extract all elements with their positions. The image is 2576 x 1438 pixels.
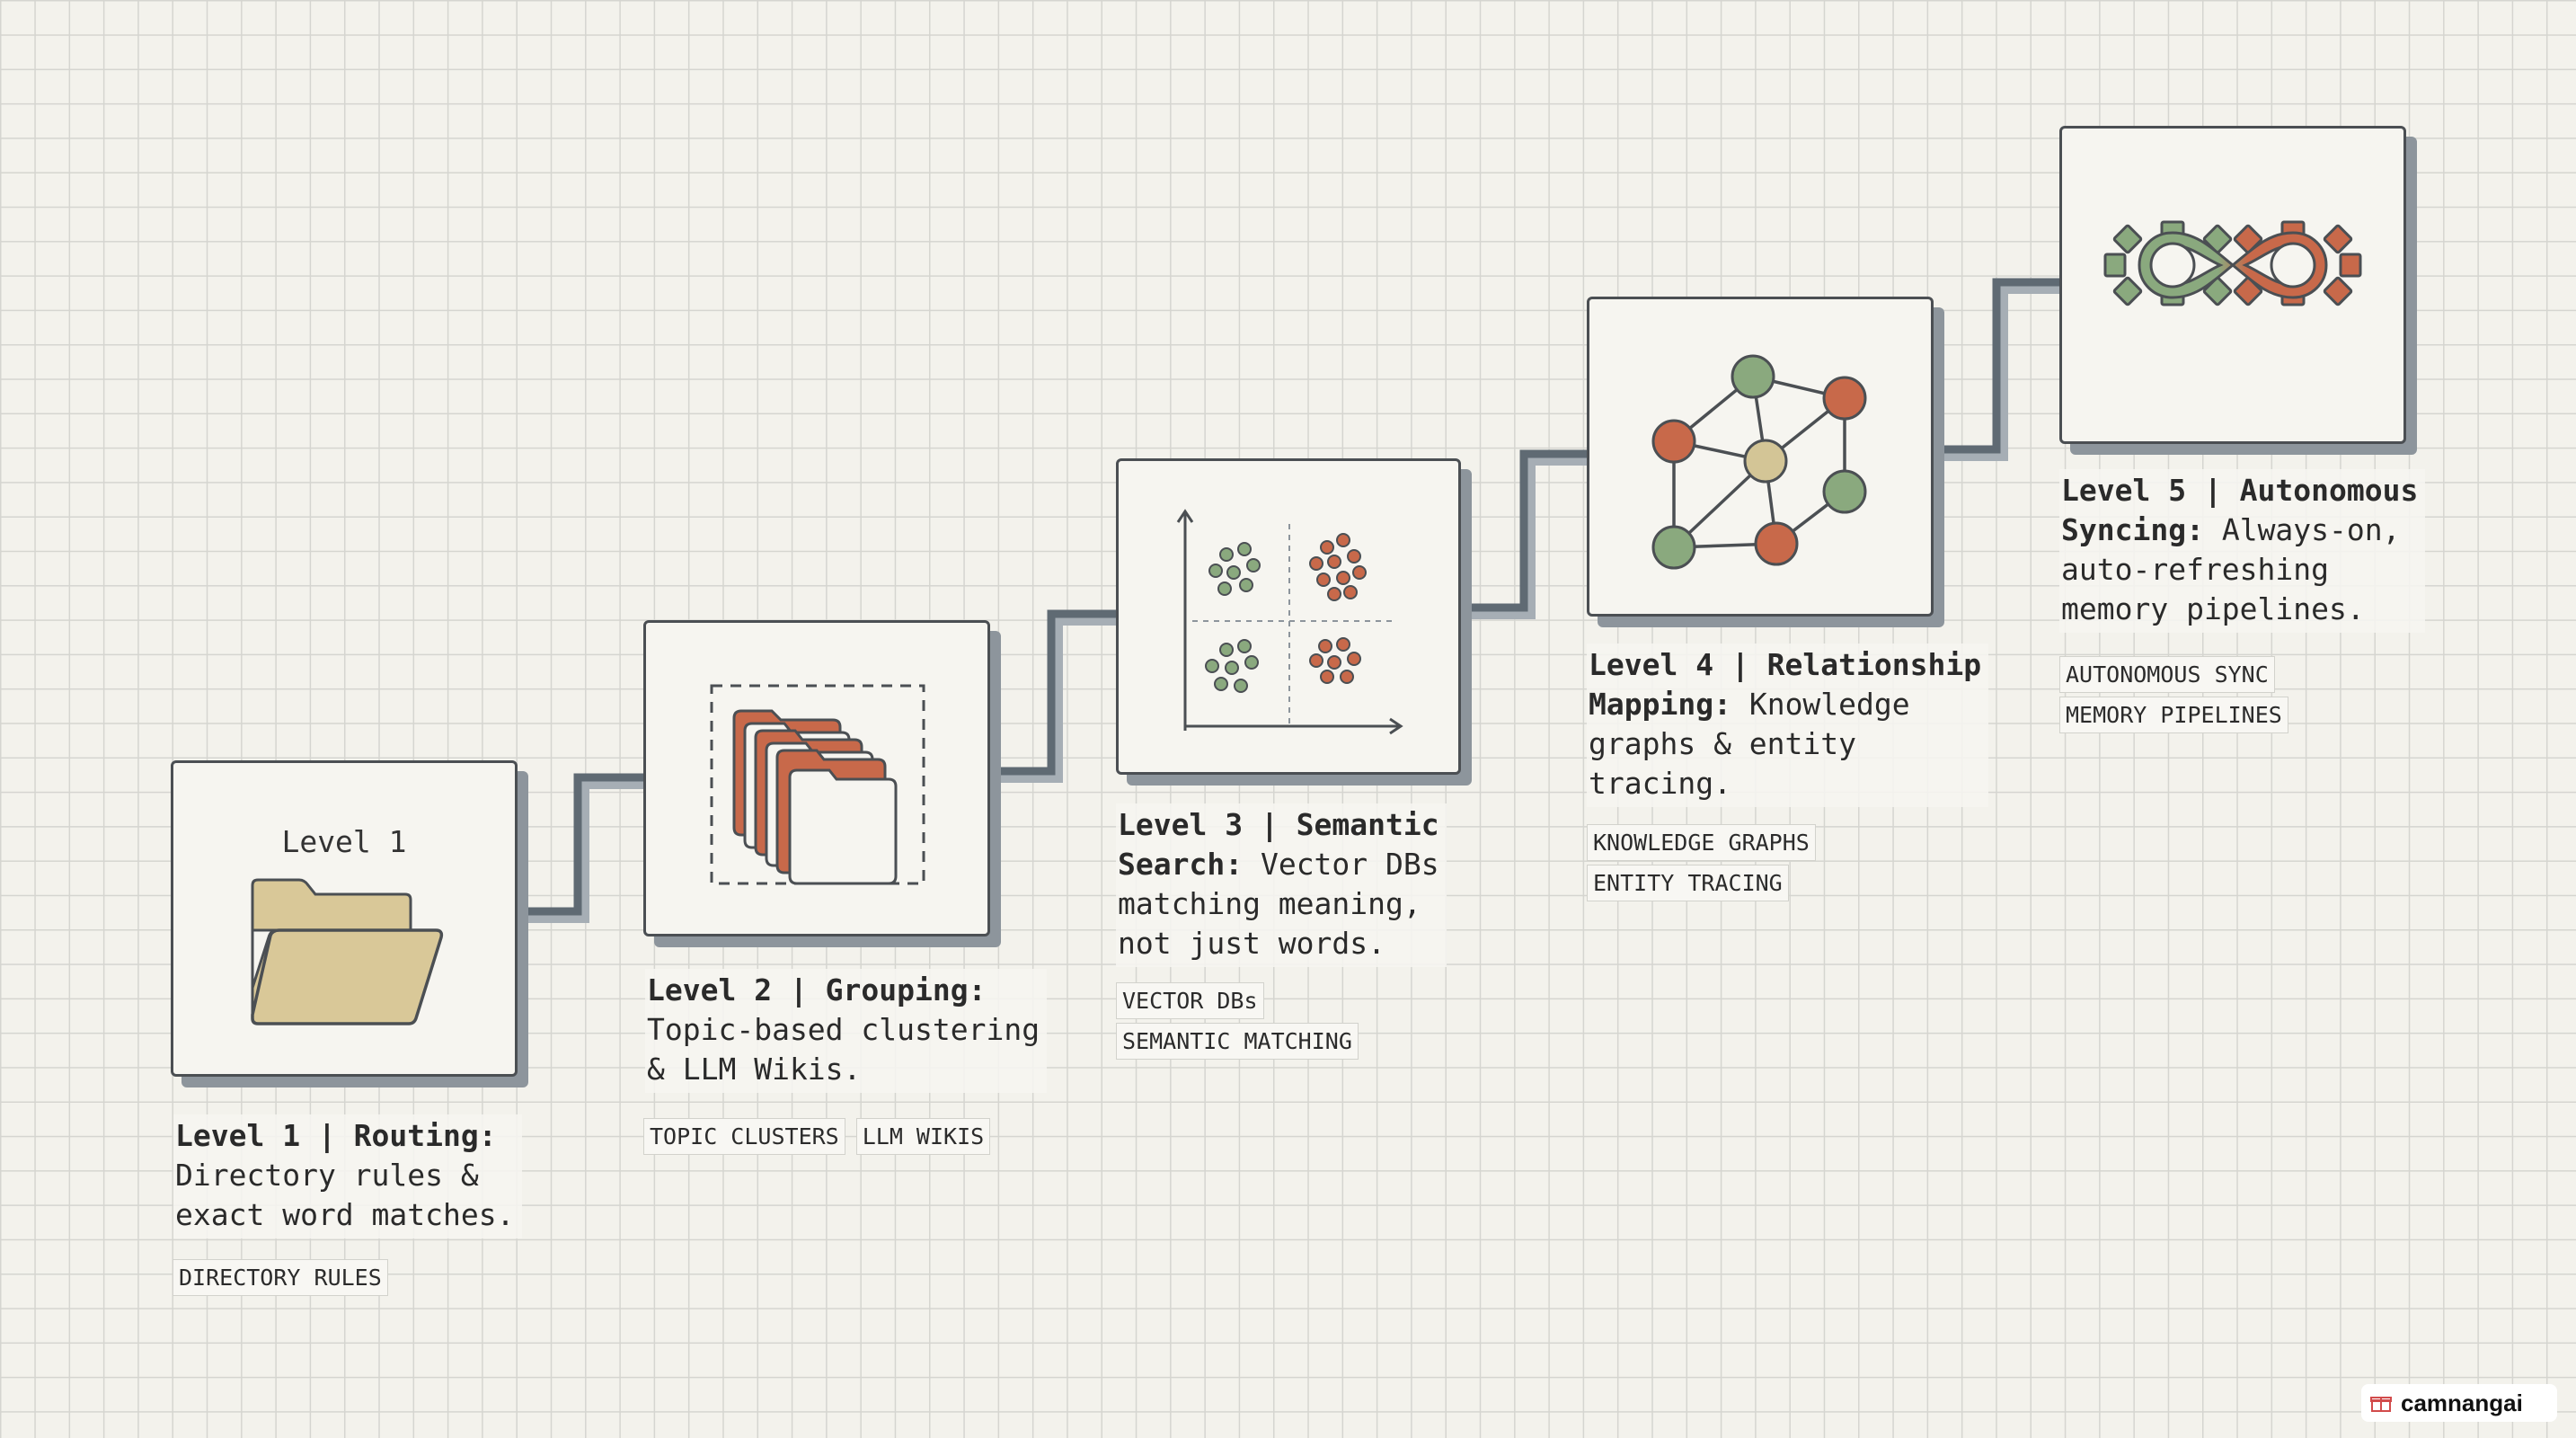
tag-topic-clusters: TOPIC CLUSTERS (643, 1118, 845, 1155)
stacked-folders-icon (710, 684, 925, 885)
level-1-heading: Level 1 | Routing: (175, 1118, 497, 1153)
tag-entity-tracing: ENTITY TRACING (1587, 865, 1789, 901)
tag-memory-pipelines: MEMORY PIPELINES (2059, 697, 2288, 733)
network-graph-icon (1651, 354, 1867, 570)
level-3-heading: Level 3 | Semantic Search: (1118, 807, 1439, 882)
folder-icon (251, 878, 444, 1025)
level-3-description: Level 3 | Semantic Search: Vector DBs ma… (1116, 803, 1447, 967)
connector-3-4 (1459, 449, 1587, 612)
level-2-description: Level 2 | Grouping: Topic-based clusteri… (645, 969, 1048, 1093)
level-3-text: Vector DBs matching meaning, not just wo… (1118, 847, 1439, 961)
level-4-text: Knowledge graphs & entity tracing. (1589, 687, 1910, 801)
level-4-card (1587, 297, 1934, 617)
level-4-tags: KNOWLEDGE GRAPHS ENTITY TRACING (1587, 824, 1816, 905)
tag-llm-wikis: LLM WIKIS (855, 1118, 991, 1155)
connector-4-5 (1932, 278, 2061, 454)
level-2-text: Topic-based clustering & LLM Wikis. (647, 1012, 1040, 1087)
level-5-heading: Level 5 | Autonomous Syncing: (2061, 473, 2419, 547)
level-1-description: Level 1 | Routing: Directory rules & exa… (173, 1114, 522, 1238)
level-2-card (643, 620, 990, 936)
level-1-text: Directory rules & exact word matches. (175, 1158, 515, 1232)
watermark-text: camnangai (2401, 1389, 2523, 1416)
connector-2-3 (988, 609, 1116, 776)
infinity-gears-icon (2103, 220, 2362, 306)
level-4-heading: Level 4 | Relationship Mapping: (1589, 647, 1982, 722)
level-3-tags: VECTOR DBs SEMANTIC MATCHING (1116, 982, 1359, 1063)
level-3-card (1116, 458, 1461, 775)
level-5-text: Always-on, auto-refreshing memory pipeli… (2061, 512, 2401, 626)
watermark[interactable]: camnangai (2361, 1384, 2557, 1422)
tag-semantic-matching: SEMANTIC MATCHING (1116, 1023, 1359, 1060)
level-5-description: Level 5 | Autonomous Syncing: Always-on,… (2059, 469, 2426, 633)
level-1-card: Level 1 (171, 760, 518, 1077)
level-1-card-title: Level 1 (281, 824, 407, 859)
level-5-tags: AUTONOMOUS SYNC MEMORY PIPELINES (2059, 656, 2288, 737)
gift-icon (2370, 1397, 2392, 1412)
level-2-heading: Level 2 | Grouping: (647, 972, 987, 1007)
level-5-card (2059, 126, 2406, 444)
scatter-plot-icon (1176, 509, 1403, 735)
level-1-tags: DIRECTORY RULES (173, 1259, 399, 1301)
connector-1-2 (518, 773, 643, 916)
tag-knowledge-graphs: KNOWLEDGE GRAPHS (1587, 824, 1816, 861)
tag-directory-rules: DIRECTORY RULES (173, 1259, 388, 1296)
tag-vector-dbs: VECTOR DBs (1116, 982, 1264, 1019)
tag-autonomous-sync: AUTONOMOUS SYNC (2059, 656, 2275, 693)
level-2-tags: TOPIC CLUSTERS LLM WIKIS (643, 1118, 1001, 1160)
level-4-description: Level 4 | Relationship Mapping: Knowledg… (1587, 644, 1989, 807)
